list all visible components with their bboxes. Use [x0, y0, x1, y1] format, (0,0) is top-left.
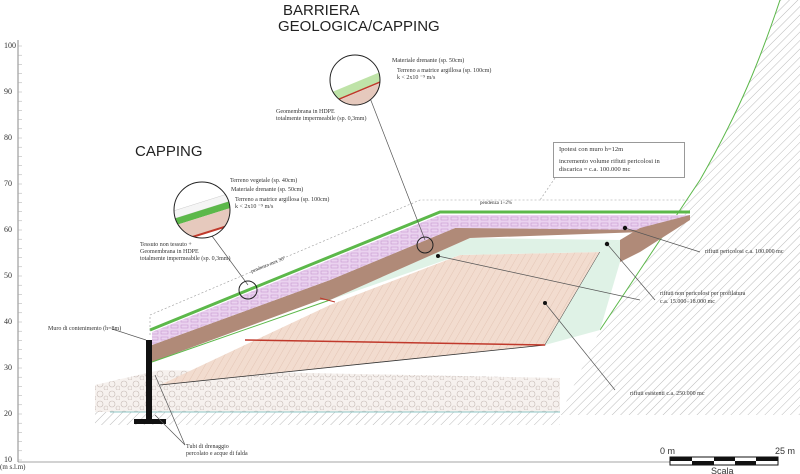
hillside	[560, 0, 800, 415]
slope-top: pendenza 1÷2%	[480, 201, 513, 206]
label-pipes-2: percolato e acque di falda	[186, 451, 248, 457]
scale-start: 0 m	[660, 446, 676, 456]
label-vegetal: Terreno vegetale (sp. 40cm)	[230, 178, 298, 184]
hypothesis-line1: Ipotesi con muro h=12m	[559, 146, 624, 153]
label-clay-capping: Terreno a matrice argillosa (sp. 100cm)	[235, 197, 330, 203]
title-geologica: GEOLOGICA/CAPPING	[278, 18, 440, 35]
y-tick-label: 10	[4, 455, 12, 464]
label-geomembrane-2: totalmente impermeabile (sp. 0,3mm)	[276, 116, 367, 122]
gravel-base	[95, 370, 560, 412]
y-axis	[17, 40, 690, 463]
label-wall: Muro di contenimento (h=8m)	[48, 326, 122, 332]
retaining-wall	[134, 340, 166, 424]
label-pipes: Tubi di drenaggio	[186, 444, 229, 450]
existing-waste	[160, 252, 600, 385]
title-capping: CAPPING	[135, 143, 203, 160]
y-tick-label: 90	[4, 87, 12, 96]
label-nonhazardous-2: c.a. 15.000÷18.000 mc	[660, 299, 715, 305]
hypothesis-box: Ipotesi con muro h=12m incremento volume…	[553, 142, 685, 178]
label-drainage: Materiale drenante (sp. 50cm)	[392, 58, 465, 64]
y-tick-label: 30	[4, 363, 12, 372]
axis-unit: (m s.l.m)	[0, 463, 26, 471]
capping-detail-circle	[173, 181, 231, 239]
y-tick-label: 40	[4, 317, 12, 326]
y-tick-label: 80	[4, 133, 12, 142]
label-hazardous: rifiuti pericolosi c.a. 100.000 mc	[705, 249, 784, 255]
label-geomembrane: Geomembrana in HDPE	[276, 109, 335, 115]
hypothesis-line3: discarica = c.a. 100.000 mc	[559, 166, 631, 173]
hypothesis-line2: incremento volume rifiuti pericolosi in	[559, 158, 660, 165]
label-tnt: Tessuto non tessuto +	[140, 242, 192, 248]
label-drainage-capping: Materiale drenante (sp. 50cm)	[231, 187, 304, 193]
label-k: k < 2x10 ⁻⁹ m/s	[397, 75, 436, 81]
label-k-capping: k < 2x10 ⁻⁹ m/s	[235, 204, 274, 210]
hazardous-waste	[152, 228, 645, 362]
scale-label: Scala	[711, 466, 734, 474]
capping-top	[149, 210, 690, 332]
label-tnt-2: Geomembrana in HDPE	[140, 249, 199, 255]
red-liner	[244, 339, 546, 346]
scale-end: 25 m	[775, 446, 796, 456]
label-tnt-3: totalmente impermeabile (sp. 0,3mm)	[140, 256, 231, 262]
scale-bar	[669, 456, 779, 466]
label-nonhazardous: rifiuti non pericolosi per profilatura	[660, 291, 746, 297]
y-tick-label: 100	[4, 41, 16, 50]
y-tick-label: 50	[4, 271, 12, 280]
y-tick-label: 60	[4, 225, 12, 234]
non-hazardous-waste	[330, 238, 620, 345]
barrier-detail-circle	[329, 54, 381, 106]
y-tick-label: 70	[4, 179, 12, 188]
title-barriera: BARRIERA	[283, 2, 360, 19]
label-existing: rifiuti esistenti c.a. 250.000 mc	[630, 391, 705, 397]
label-clay: Terreno a matrice argillosa (sp. 100cm)	[397, 68, 492, 74]
y-tick-label: 20	[4, 409, 12, 418]
